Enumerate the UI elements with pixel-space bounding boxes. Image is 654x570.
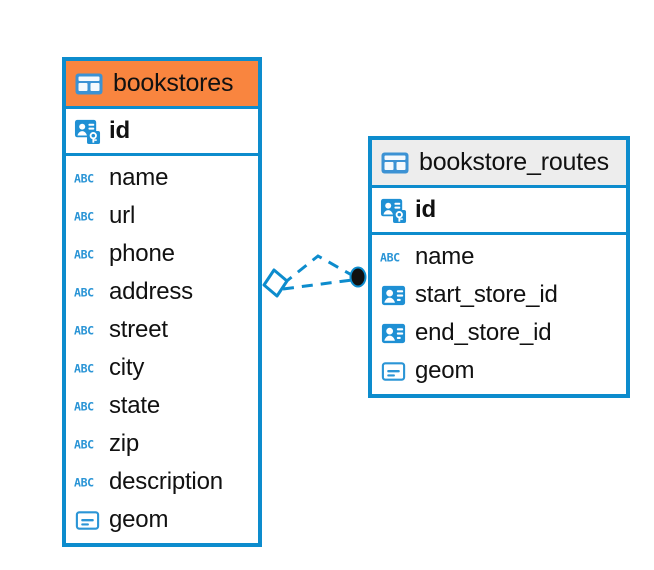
- text-type-icon: ABC: [74, 285, 95, 299]
- geometry-type-icon: [75, 510, 100, 530]
- foreign-key-icon: [381, 323, 406, 343]
- entity-header[interactable]: bookstores: [66, 61, 258, 106]
- field-label: name: [415, 243, 475, 270]
- diamond-endpoint-icon[interactable]: [262, 268, 289, 298]
- svg-text:ABC: ABC: [74, 247, 94, 261]
- field-row-zip[interactable]: ABC zip: [66, 425, 258, 463]
- field-row-address[interactable]: ABC address: [66, 273, 258, 311]
- field-row-city[interactable]: ABC city: [66, 349, 258, 387]
- text-type-icon: ABC: [74, 437, 95, 451]
- text-type-icon: ABC: [74, 171, 95, 185]
- field-label: name: [109, 164, 169, 191]
- svg-text:ABC: ABC: [74, 209, 94, 223]
- field-row-url[interactable]: ABC url: [66, 197, 258, 235]
- entity-table-bookstore-routes[interactable]: bookstore_routes id: [368, 136, 630, 398]
- svg-text:ABC: ABC: [74, 171, 94, 185]
- svg-text:ABC: ABC: [74, 399, 94, 413]
- svg-text:ABC: ABC: [380, 250, 400, 264]
- field-label: url: [109, 202, 136, 229]
- primary-key-section: id: [372, 185, 626, 235]
- svg-text:ABC: ABC: [74, 361, 94, 375]
- text-type-icon: ABC: [74, 247, 95, 261]
- text-type-icon: ABC: [74, 475, 95, 489]
- field-label: geom: [109, 506, 169, 533]
- field-label: geom: [415, 357, 475, 384]
- fields-section: ABC name ABC url ABC phone ABC: [66, 156, 258, 544]
- field-row-phone[interactable]: ABC phone: [66, 235, 258, 273]
- field-label: city: [109, 354, 145, 381]
- field-label: start_store_id: [415, 281, 558, 308]
- field-label: phone: [109, 240, 175, 267]
- field-row-start-store-id[interactable]: start_store_id: [372, 276, 626, 314]
- filled-circle-endpoint-icon[interactable]: [349, 266, 367, 288]
- primary-key-icon: [74, 119, 101, 144]
- entity-header[interactable]: bookstore_routes: [372, 140, 626, 185]
- geometry-type-icon: [381, 361, 406, 381]
- text-type-icon: ABC: [380, 250, 401, 264]
- table-icon: [75, 73, 103, 94]
- field-label: id: [415, 196, 436, 223]
- text-type-icon: ABC: [74, 323, 95, 337]
- field-label: end_store_id: [415, 319, 552, 346]
- field-row-description[interactable]: ABC description: [66, 463, 258, 501]
- field-label: description: [109, 468, 223, 495]
- field-label: id: [109, 117, 130, 144]
- field-row-geom[interactable]: geom: [66, 501, 258, 539]
- field-row-street[interactable]: ABC street: [66, 311, 258, 349]
- text-type-icon: ABC: [74, 361, 95, 375]
- entity-title: bookstores: [113, 69, 234, 97]
- relationship-line-lower: [282, 278, 353, 291]
- text-type-icon: ABC: [74, 399, 95, 413]
- table-icon: [381, 152, 409, 173]
- text-type-icon: ABC: [74, 209, 95, 223]
- field-row-primary-key[interactable]: id: [66, 109, 258, 153]
- svg-text:ABC: ABC: [74, 437, 94, 451]
- svg-text:ABC: ABC: [74, 475, 94, 489]
- field-label: state: [109, 392, 161, 419]
- primary-key-section: id: [66, 106, 258, 156]
- field-row-name[interactable]: ABC name: [372, 238, 626, 276]
- field-row-primary-key[interactable]: id: [372, 188, 626, 232]
- field-label: street: [109, 316, 168, 343]
- entity-title: bookstore_routes: [419, 148, 609, 176]
- fields-section: ABC name start_store_id: [372, 235, 626, 395]
- field-row-name[interactable]: ABC name: [66, 159, 258, 197]
- entity-table-bookstores[interactable]: bookstores id: [62, 57, 262, 547]
- field-label: zip: [109, 430, 140, 457]
- field-row-state[interactable]: ABC state: [66, 387, 258, 425]
- field-label: address: [109, 278, 193, 305]
- svg-text:ABC: ABC: [74, 323, 94, 337]
- primary-key-icon: [380, 198, 407, 223]
- field-row-geom[interactable]: geom: [372, 352, 626, 390]
- svg-text:ABC: ABC: [74, 285, 94, 299]
- field-row-end-store-id[interactable]: end_store_id: [372, 314, 626, 352]
- foreign-key-icon: [381, 285, 406, 305]
- relationship-line-upper: [282, 254, 358, 286]
